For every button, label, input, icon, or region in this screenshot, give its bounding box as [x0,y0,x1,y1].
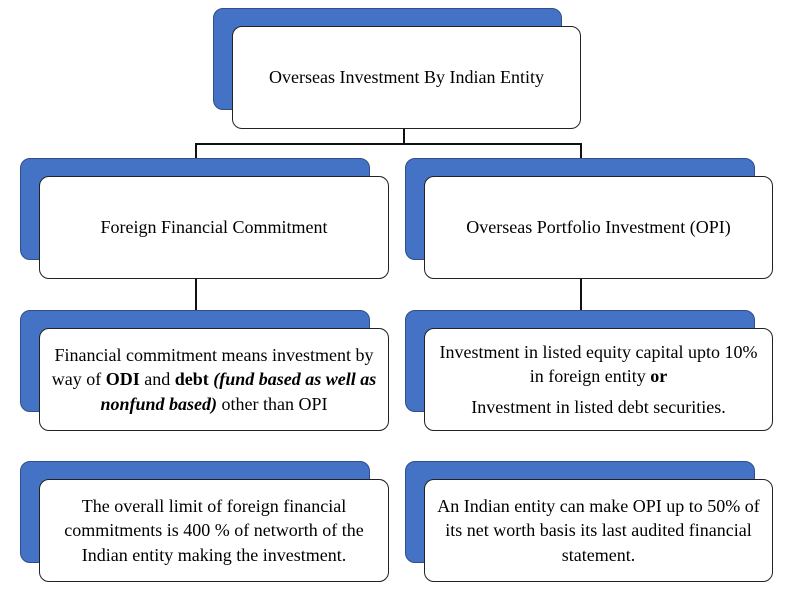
connector-right-1 [580,279,582,310]
connector-right-down [580,143,582,163]
right-title-node: Overseas Portfolio Investment (OPI) [424,176,773,279]
right-limit-text: An Indian entity can make OPI up to 50% … [437,496,760,565]
left-title-label: Foreign Financial Commitment [100,217,328,238]
connector-root-down [403,129,405,144]
connector-left-down [195,143,197,163]
root-node-label: Overseas Investment By Indian Entity [269,67,544,88]
right-detail-node: Investment in listed equity capital upto… [424,328,773,431]
root-node: Overseas Investment By Indian Entity [232,26,581,129]
left-detail-node: Financial commitment means investment by… [39,328,389,431]
left-limit-node: The overall limit of foreign financial c… [39,479,389,582]
left-limit-text: The overall limit of foreign financial c… [64,496,364,565]
right-detail-text-1: Investment in listed equity capital upto… [439,342,758,387]
left-detail-text: Financial commitment means investment by… [51,345,377,414]
connector-left-1 [195,279,197,310]
right-detail-text-2: Investment in listed debt securities. [471,396,726,417]
right-limit-node: An Indian entity can make OPI up to 50% … [424,479,773,582]
left-title-node: Foreign Financial Commitment [39,176,389,279]
connector-horizontal [195,143,582,145]
right-title-label: Overseas Portfolio Investment (OPI) [466,217,731,238]
